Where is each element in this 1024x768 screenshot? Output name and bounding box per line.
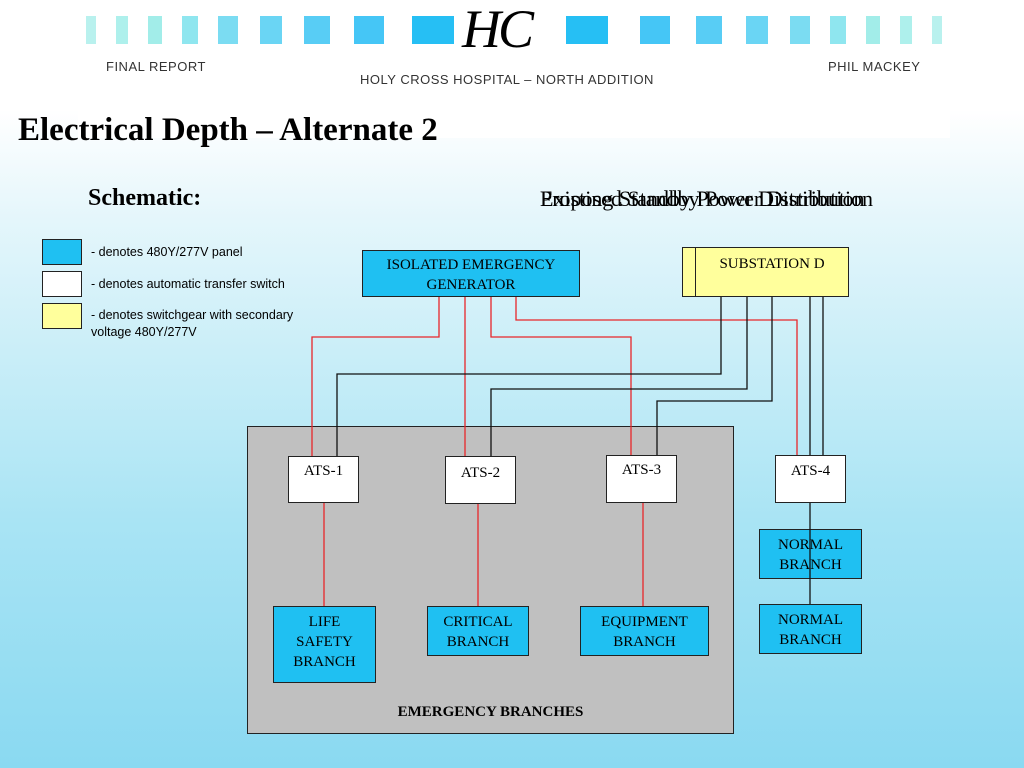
normal-branch-2[interactable]: NORMAL BRANCH xyxy=(759,604,862,654)
wire-generator-ats1 xyxy=(311,297,440,456)
wire-substation-ats1 xyxy=(336,297,722,456)
header-left-text: Final Report xyxy=(106,59,206,74)
equipment-label: EQUIPMENT BRANCH xyxy=(601,614,688,650)
emergency-branches-label: EMERGENCY BRANCHES xyxy=(397,704,584,720)
proposed-diagram-title: Proposed Standby Power Distribution xyxy=(540,186,874,211)
normal-wires xyxy=(336,297,824,604)
legend-text-panel: - denotes 480Y/277V panel xyxy=(91,245,243,259)
ats-3[interactable]: ATS-3 xyxy=(606,455,677,503)
legend-swatch-ats xyxy=(42,271,82,297)
wire-generator-ats4 xyxy=(515,297,798,455)
isolated-emergency-generator[interactable]: ISOLATED EMERGENCY GENERATOR xyxy=(362,250,580,297)
ats-4-label: ATS-4 xyxy=(790,463,831,479)
substation-box: SUBSTATION D xyxy=(695,247,849,297)
header-right-text: Phil Mackey xyxy=(828,59,921,74)
critical-branch[interactable]: CRITICAL BRANCH xyxy=(427,606,529,656)
normal-branch-1[interactable]: NORMAL BRANCH xyxy=(759,529,862,579)
legend-swatch-switchgear xyxy=(42,303,82,329)
life-safety-label: LIFE SAFETY BRANCH xyxy=(293,614,356,670)
life-safety-branch[interactable]: LIFE SAFETY BRANCH xyxy=(273,606,376,683)
critical-label: CRITICAL BRANCH xyxy=(443,614,513,650)
generator-label: ISOLATED EMERGENCY GENERATOR xyxy=(386,257,556,293)
hc-logo: HC xyxy=(462,0,534,59)
ats-1[interactable]: ATS-1 xyxy=(288,456,359,503)
page-title: Electrical Depth – Alternate 2 xyxy=(18,112,438,148)
existing-diagram-title: Existing Standby Power Distribution xyxy=(540,186,865,211)
legend-text-ats: - denotes automatic transfer switch xyxy=(91,277,285,291)
normal-branch-2-label: NORMAL BRANCH xyxy=(777,612,843,648)
schematic-label: Schematic: xyxy=(88,185,202,211)
legend-text-switchgear: - denotes switchgear with secondary volt… xyxy=(91,308,294,339)
ats-3-label: ATS-3 xyxy=(621,462,662,478)
wire-generator-ats3 xyxy=(490,297,632,455)
legend-swatch-panel xyxy=(42,239,82,265)
ats-2[interactable]: ATS-2 xyxy=(445,456,516,504)
wire-substation-ats3 xyxy=(656,297,773,455)
equipment-branch[interactable]: EQUIPMENT BRANCH xyxy=(580,606,709,656)
ats-1-label: ATS-1 xyxy=(303,463,344,479)
emergency-wires xyxy=(311,297,798,606)
wire-substation-ats2 xyxy=(490,297,748,456)
normal-branch-1-label: NORMAL BRANCH xyxy=(777,537,843,573)
ats-2-label: ATS-2 xyxy=(460,465,501,481)
header-center-text: Holy Cross Hospital – North Addition xyxy=(360,72,654,87)
substation-label: SUBSTATION D xyxy=(719,256,825,272)
ats-4[interactable]: ATS-4 xyxy=(775,455,846,503)
